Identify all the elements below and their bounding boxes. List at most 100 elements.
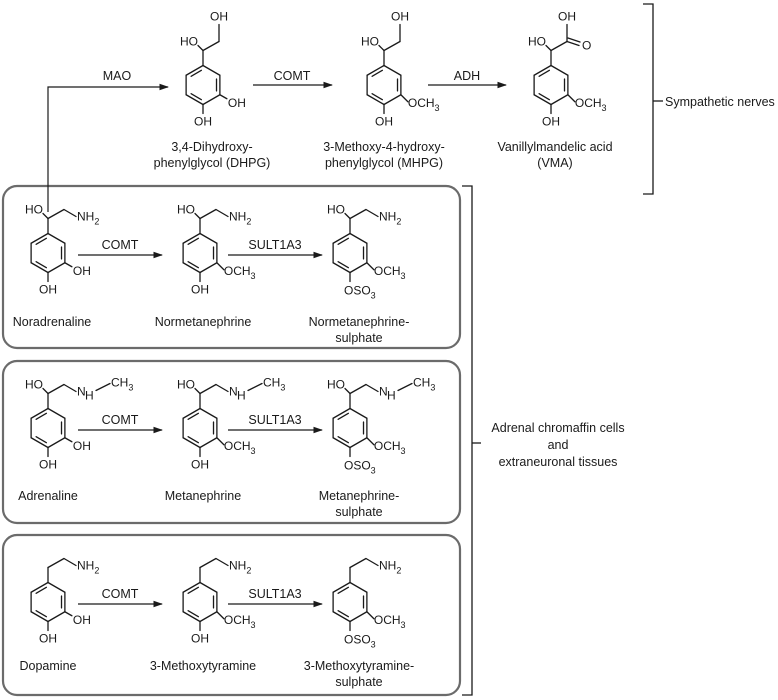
ring-bond [47,581,66,593]
meta-bond [366,611,375,620]
noradrenaline-name: Noradrenaline [13,315,92,329]
methoxy-label: OCH3 [374,439,406,456]
ring-bond [332,581,351,593]
methoxy-label: OCH3 [374,264,406,281]
sulphate-label: OSO3 [344,284,376,301]
ring-bond [182,437,201,449]
dopamine-name: Dopamine [20,659,77,673]
double-bond [35,412,48,420]
hydroxy-label: OH [73,264,91,278]
chain-bond [247,382,263,392]
mhpg-name: 3-Methoxy-4-hydroxy-phenylglycol (MHPG) [323,140,445,170]
ring-bond [182,232,201,244]
hydroxy-label: HO [177,378,195,392]
ring-bond [349,611,368,623]
double-bond [190,69,203,77]
sympathetic-nerves-label: Sympathetic nerves [665,95,775,109]
chain-bond [95,382,111,392]
chain-bond [215,208,229,218]
chain-bond [47,383,65,395]
sulphate-label: OSO3 [344,459,376,476]
comt-label-top: COMT [274,69,311,83]
vma-name: Vanillylmandelic acid(VMA) [497,140,612,170]
amine-label: N [77,385,86,399]
amine-label: N [379,385,388,399]
ring-bond [182,407,201,419]
hydroxy-label: OH [73,613,91,627]
chain-bond [47,557,65,569]
hydroxy-label: OH [73,439,91,453]
chain-bond [365,383,379,393]
oxo-label: O [582,39,591,53]
ring-bond [383,64,402,76]
chain-bond [194,387,201,395]
ring-bond [199,232,218,244]
methoxy-label: OCH3 [224,613,256,630]
amine-h-label: H [237,389,246,403]
ring-bond [30,437,49,449]
carbonyl-bond [566,40,580,47]
chain-bond [397,382,413,392]
amine-label: NH2 [77,210,99,227]
amine-label: NH2 [379,559,401,576]
amine-label: NH2 [229,559,251,576]
meta-bond [216,262,225,271]
chain-bond [378,44,385,52]
double-bond [35,586,48,594]
hydroxy-label: HO [177,203,195,217]
hydroxy-label: HO [528,35,546,49]
double-bond [35,436,48,444]
meta-bond [366,437,375,446]
chain-bond [383,40,401,52]
meta-bond [366,262,375,271]
chain-bond [215,383,229,393]
double-bond [371,69,384,77]
ring-bond [349,262,368,274]
ring-bond [182,262,201,274]
amine-label: NH2 [77,559,99,576]
comt-label: COMT [102,587,139,601]
chain-bond [349,383,367,395]
metanephrine-name: Metanephrine [165,489,241,503]
chain-bond [344,387,351,395]
ring-bond [185,64,204,76]
chain-bond [349,557,367,569]
amine-label: N [229,385,238,399]
hydroxy-label: OH [210,10,228,24]
hydroxy-label: OH [375,115,393,129]
ring-bond [202,94,221,106]
ring-bond [349,407,368,419]
adh-label: ADH [454,69,480,83]
methoxy-label: OCH3 [408,96,440,113]
chain-bond [545,44,552,52]
hydroxy-label: OH [191,283,209,297]
dopamine-box [1,533,462,697]
hydroxy-label: OH [391,10,409,24]
double-bond [337,237,350,245]
ring-bond [550,94,569,106]
double-bond [190,93,203,101]
hydroxy-label: HO [25,378,43,392]
hydroxy-label: HO [327,203,345,217]
ring-bond [199,407,218,419]
chain-bond [63,208,77,218]
double-bond [337,412,350,420]
hydroxy-label: OH [228,96,246,110]
amine-h-label: H [85,389,94,403]
ring-bond [47,611,66,623]
amine-label: NH2 [379,210,401,227]
ring-bond [332,611,351,623]
double-bond [337,586,350,594]
ring-bond [332,407,351,419]
ring-bond [30,581,49,593]
